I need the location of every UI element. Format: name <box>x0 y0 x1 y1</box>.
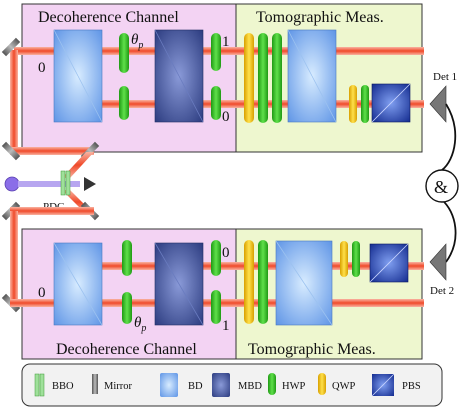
legend-bbo-label: BBO <box>52 381 74 392</box>
bottom-beam-top-run <box>10 207 94 215</box>
pump-source-icon <box>4 176 20 192</box>
top-beam-left-horizontal <box>14 47 50 55</box>
top-tomo-qwp <box>244 33 254 123</box>
bottom-tomo-qwp-2 <box>340 241 348 277</box>
beam-dump-triangle <box>84 177 96 191</box>
top-theta-label: θp <box>131 32 143 51</box>
top-beam-upper <box>36 47 424 55</box>
pdc-bbo-crystal <box>60 170 66 196</box>
coincidence-circle-icon <box>425 169 459 203</box>
legend-pbs-label: PBS <box>402 381 421 392</box>
bottom-port-in: 0 <box>38 285 46 301</box>
bottom-beam-left-vertical <box>10 211 18 303</box>
bottom-bd-2-diagonal <box>275 240 333 326</box>
top-channel-title: Decoherence Channel <box>38 9 179 26</box>
legend-bd-label: BD <box>188 381 203 392</box>
det1-label: Det 1 <box>433 71 457 83</box>
bottom-hwp-theta-lower <box>122 292 132 324</box>
bottom-tomo-title: Tomographic Meas. <box>248 341 376 358</box>
bottom-hwp-out-lower <box>211 290 221 324</box>
det2-label: Det 2 <box>430 285 454 297</box>
top-port-out-1: 1 <box>222 34 230 50</box>
legend-qwp-label: QWP <box>332 381 355 392</box>
coincidence-cable <box>441 103 457 263</box>
bottom-theta-label: θp <box>134 315 146 334</box>
bottom-port-out-0: 0 <box>222 245 230 261</box>
legend-qwp-swatch <box>318 373 326 395</box>
mirror-icon <box>1 141 21 161</box>
top-tomo-hwp-2 <box>272 33 282 123</box>
legend-bbo-swatch <box>34 373 40 397</box>
pdc-bbo-crystal-2 <box>65 170 71 196</box>
bottom-mbd-diagonal <box>154 242 204 326</box>
top-hwp-theta-upper <box>119 33 129 73</box>
top-bd-1-diagonal <box>53 29 103 123</box>
bottom-tomo-hwp-2 <box>352 241 360 277</box>
top-hwp-theta-lower <box>119 86 129 120</box>
top-tomo-hwp-3 <box>361 85 369 123</box>
legend-mbd-label: MBD <box>238 381 262 392</box>
top-tomo-qwp-2 <box>349 85 357 123</box>
legend-bbo-swatch-2 <box>39 373 45 397</box>
top-hwp-out-upper <box>211 33 221 71</box>
detector-triangle-icon <box>429 243 447 281</box>
top-mbd-diagonal <box>154 29 204 123</box>
legend-hwp-label: HWP <box>282 381 305 392</box>
bottom-bd-1-diagonal <box>53 242 103 326</box>
bottom-channel-title: Decoherence Channel <box>56 341 197 358</box>
legend-hwp-swatch <box>268 373 276 395</box>
top-hwp-out-lower <box>211 86 221 120</box>
top-port-in: 0 <box>38 60 46 76</box>
pump-beam <box>18 181 80 187</box>
top-beam-left-vertical <box>10 50 18 154</box>
bottom-hwp-out-upper <box>211 240 221 276</box>
top-port-out-0: 0 <box>222 109 230 125</box>
legend-pbs-diagonal <box>371 373 395 397</box>
bottom-pbs-diagonal <box>369 243 409 283</box>
top-tomo-hwp-1 <box>258 33 268 123</box>
mirror-icon <box>92 374 98 394</box>
legend-box <box>21 363 443 407</box>
legend-bd-swatch <box>160 373 178 397</box>
mirror-icon <box>1 37 21 57</box>
top-pbs-diagonal <box>371 83 411 123</box>
coincidence-label: & <box>434 177 448 197</box>
bottom-tomo-hwp-1 <box>258 240 268 324</box>
top-bd-2-diagonal <box>287 29 337 123</box>
bottom-hwp-theta-upper <box>122 240 132 276</box>
bottom-tomo-qwp <box>244 240 254 324</box>
bottom-port-out-1: 1 <box>222 318 230 334</box>
detector-triangle-icon <box>429 85 447 123</box>
legend-mirror-label: Mirror <box>104 381 132 392</box>
top-beam-bottom-run <box>10 147 94 155</box>
top-tomo-title: Tomographic Meas. <box>256 9 384 26</box>
legend-mbd-swatch <box>212 373 230 397</box>
